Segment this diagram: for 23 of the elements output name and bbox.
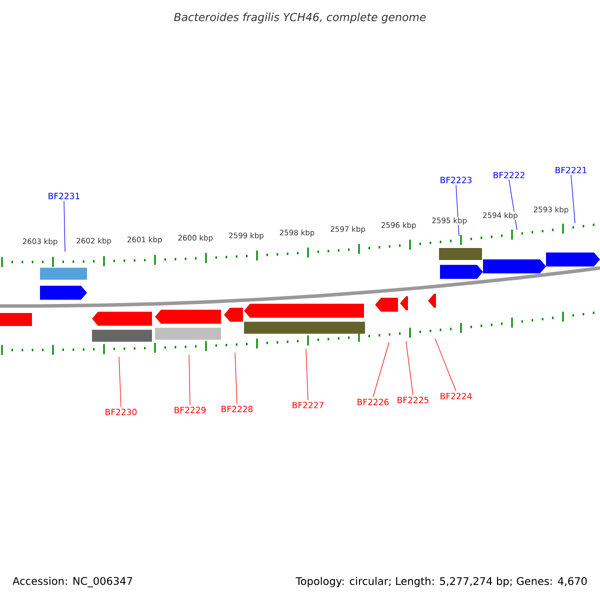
gene-label: BF2222 bbox=[494, 172, 524, 178]
gene-label: BF2224 bbox=[440, 392, 472, 400]
leader-line bbox=[306, 348, 308, 400]
leader-line bbox=[234, 352, 238, 404]
leader-line bbox=[64, 200, 66, 252]
gene-label: BF2228 bbox=[222, 406, 253, 412]
leader-line bbox=[434, 338, 456, 392]
title: Bacteroides fragilis YCH46, complete genome bbox=[174, 12, 426, 24]
gene-label: BF2230 bbox=[106, 408, 137, 416]
leader-line bbox=[372, 342, 390, 398]
leader-line bbox=[118, 356, 122, 408]
gene-label: BF2231 bbox=[48, 192, 80, 200]
footer-text: Topology: circular; Length: 5,277,274 bp; Genes: 4,670 bbox=[296, 576, 587, 588]
gene-label: BF2225 bbox=[398, 396, 428, 404]
leader-line bbox=[570, 174, 576, 224]
gene-label: BF2227 bbox=[292, 402, 324, 408]
gene-label: BF2221 bbox=[556, 166, 586, 174]
leader-line bbox=[188, 354, 190, 406]
gene-label: BF2226 bbox=[358, 398, 389, 406]
footer-text: Accession: NC_006347 bbox=[12, 576, 132, 588]
leader-line bbox=[406, 340, 414, 396]
gene-label: BF2229 bbox=[174, 406, 206, 414]
gene-label: BF2223 bbox=[440, 176, 472, 184]
